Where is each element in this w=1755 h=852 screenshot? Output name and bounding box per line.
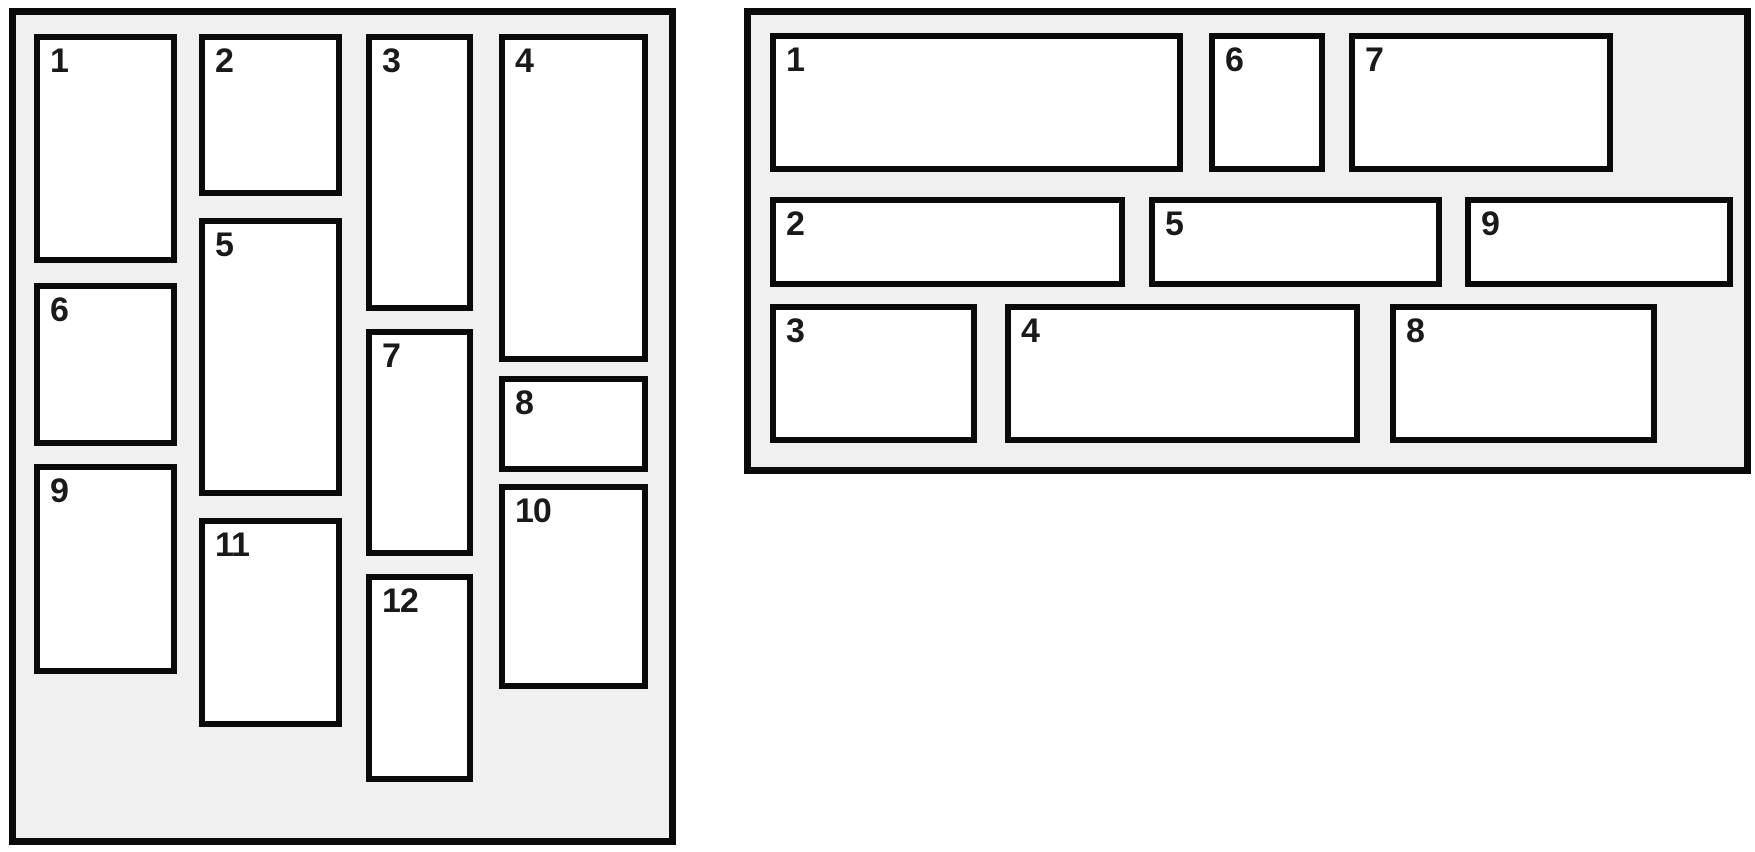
item-label: 1: [786, 41, 805, 79]
item-label: 5: [215, 226, 234, 264]
left-masonry-item-9: 9: [34, 464, 177, 674]
item-label: 2: [215, 42, 234, 80]
item-label: 9: [1481, 205, 1500, 243]
item-label: 8: [515, 384, 534, 422]
item-label: 6: [50, 291, 69, 329]
left-masonry-item-11: 11: [199, 518, 342, 727]
left-masonry-item-10: 10: [499, 484, 648, 689]
item-label: 4: [515, 42, 534, 80]
left-masonry-item-3: 3: [366, 34, 473, 311]
right-masonry-item-5: 5: [1149, 197, 1442, 287]
right-masonry-item-8: 8: [1390, 304, 1657, 443]
item-label: 10: [515, 492, 552, 530]
item-label: 12: [382, 582, 419, 620]
item-label: 8: [1406, 312, 1425, 350]
left-masonry-item-6: 6: [34, 283, 177, 446]
right-masonry-item-3: 3: [770, 304, 977, 443]
right-masonry-item-2: 2: [770, 197, 1125, 287]
item-label: 2: [786, 205, 805, 243]
item-label: 7: [1365, 41, 1384, 79]
item-label: 7: [382, 337, 401, 375]
item-label: 5: [1165, 205, 1184, 243]
left-masonry-item-7: 7: [366, 329, 473, 556]
left-masonry-item-4: 4: [499, 34, 648, 362]
right-masonry-item-4: 4: [1005, 304, 1360, 443]
item-label: 3: [382, 42, 401, 80]
item-label: 4: [1021, 312, 1040, 350]
left-masonry-item-2: 2: [199, 34, 342, 196]
vertical-masonry-panel: 1 2 3 4 5 6 7 8 9 10 11 12: [9, 8, 676, 845]
right-masonry-item-9: 9: [1465, 197, 1733, 287]
left-masonry-item-8: 8: [499, 376, 648, 472]
horizontal-masonry-panel: 1 2 3 4 5 6 7 8 9: [744, 8, 1751, 474]
right-masonry-item-6: 6: [1209, 33, 1325, 172]
left-masonry-item-1: 1: [34, 34, 177, 263]
item-label: 1: [50, 42, 69, 80]
right-masonry-item-7: 7: [1349, 33, 1613, 172]
right-masonry-item-1: 1: [770, 33, 1183, 172]
item-label: 3: [786, 312, 805, 350]
item-label: 6: [1225, 41, 1244, 79]
item-label: 9: [50, 472, 69, 510]
left-masonry-item-12: 12: [366, 574, 473, 782]
left-masonry-item-5: 5: [199, 218, 342, 496]
item-label: 11: [215, 526, 250, 564]
